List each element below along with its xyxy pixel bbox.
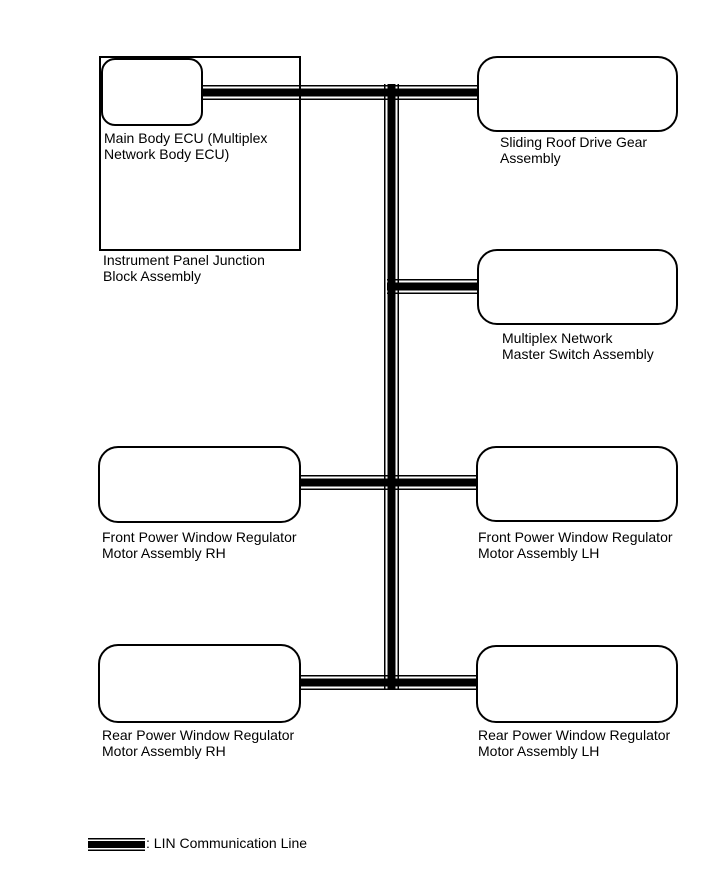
lin-branch-front (299, 475, 478, 490)
multiplex-master-switch-box (477, 249, 678, 325)
rear-window-lh-box (476, 645, 678, 723)
lin-branch-rear (299, 675, 478, 690)
sliding-roof-box (477, 56, 678, 132)
main-body-ecu-box (101, 58, 203, 126)
rear-window-lh-label: Rear Power Window Regulator Motor Assemb… (478, 727, 671, 759)
legend-lin-line-symbol (88, 838, 145, 851)
sliding-roof-label: Sliding Roof Drive Gear Assembly (500, 134, 648, 166)
lin-bus-line-top (203, 85, 478, 100)
front-window-rh-label: Front Power Window Regulator Motor Assem… (102, 529, 297, 561)
rear-window-rh-box (98, 644, 301, 723)
multiplex-master-switch-label: Multiplex Network Master Switch Assembly (502, 330, 654, 362)
rear-window-rh-label: Rear Power Window Regulator Motor Assemb… (102, 727, 295, 759)
front-window-rh-box (98, 446, 301, 523)
lin-trunk-line (384, 84, 399, 690)
front-window-lh-label: Front Power Window Regulator Motor Assem… (478, 529, 673, 561)
main-body-ecu-label: Main Body ECU (Multiplex Network Body EC… (104, 130, 268, 162)
junction-block-label: Instrument Panel Junction Block Assembly (103, 252, 265, 284)
legend-label: : LIN Communication Line (146, 835, 308, 851)
front-window-lh-box (476, 446, 678, 522)
lin-branch-multiplex (387, 279, 478, 294)
